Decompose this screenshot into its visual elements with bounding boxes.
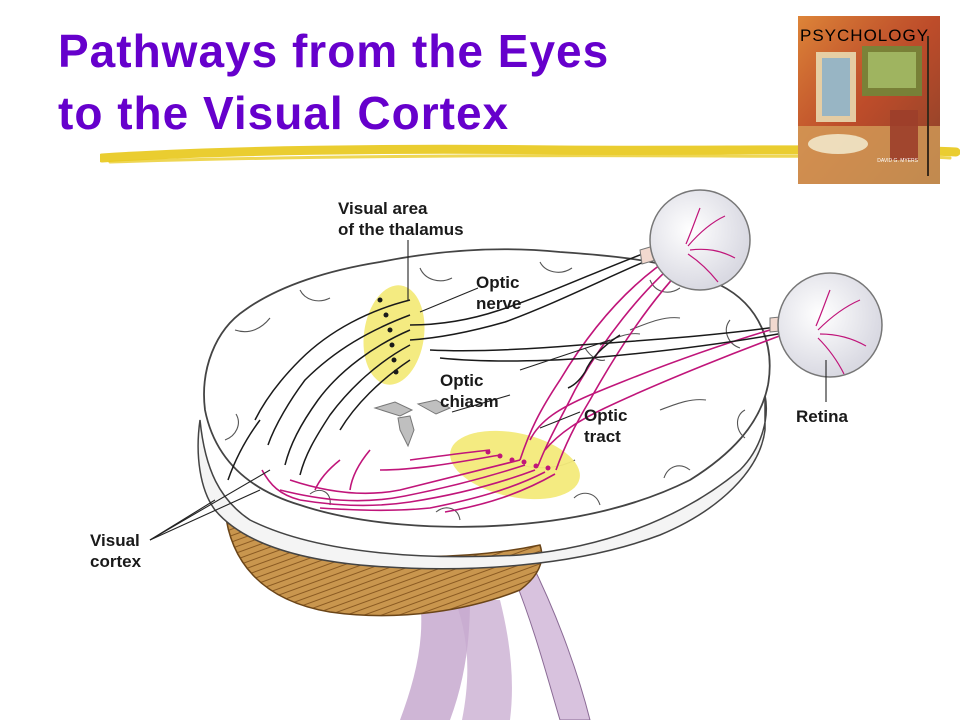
slide-title: Pathways from the Eyes to the Visual Cor… xyxy=(58,20,609,144)
lower-eyeball xyxy=(777,272,883,378)
upper-eyeball xyxy=(649,189,751,291)
label-optic-tract-line-1: Optic xyxy=(584,406,628,425)
brainstem xyxy=(400,559,591,720)
label-visual-cortex: Visual cortex xyxy=(90,530,141,572)
label-optic-nerve-line-1: Optic xyxy=(476,273,520,292)
magenta-visual-pathway xyxy=(261,247,813,513)
book-cover-art xyxy=(798,16,940,184)
book-cover-image: PSYCHOLOGY DAVID G. MYERS xyxy=(798,16,940,184)
brain-slab-side xyxy=(197,394,767,570)
label-optic-chiasm: Optic chiasm xyxy=(440,370,499,412)
thalamus-neuron-dots xyxy=(377,297,399,375)
label-visual-cortex-line-1: Visual xyxy=(90,531,140,550)
label-optic-chiasm-line-2: chiasm xyxy=(440,392,499,411)
lower-region-neuron-dots xyxy=(485,449,551,471)
black-visual-pathway xyxy=(227,239,811,481)
label-visual-cortex-line-2: cortex xyxy=(90,552,142,571)
label-retina-line-1: Retina xyxy=(796,407,848,426)
slide-title-line-2: to the Visual Cortex xyxy=(58,87,510,139)
label-optic-nerve: Optic nerve xyxy=(476,272,521,314)
label-optic-chiasm-line-1: Optic xyxy=(440,371,484,390)
label-leader-lines xyxy=(149,240,827,541)
book-cover-title: PSYCHOLOGY xyxy=(800,26,930,45)
label-optic-tract-line-2: tract xyxy=(584,427,621,446)
label-visual-area-thalamus-line-2: of the thalamus xyxy=(338,220,464,239)
label-visual-area-thalamus: Visual area of the thalamus xyxy=(338,198,464,240)
book-cover-author: DAVID G. MYERS xyxy=(877,158,918,164)
label-retina: Retina xyxy=(796,406,848,427)
central-ventricles xyxy=(373,399,452,448)
label-optic-nerve-line-2: nerve xyxy=(476,294,522,313)
slide-title-line-1: Pathways from the Eyes xyxy=(58,25,610,77)
label-optic-tract: Optic tract xyxy=(584,405,627,447)
label-visual-area-thalamus-line-1: Visual area xyxy=(338,199,428,218)
